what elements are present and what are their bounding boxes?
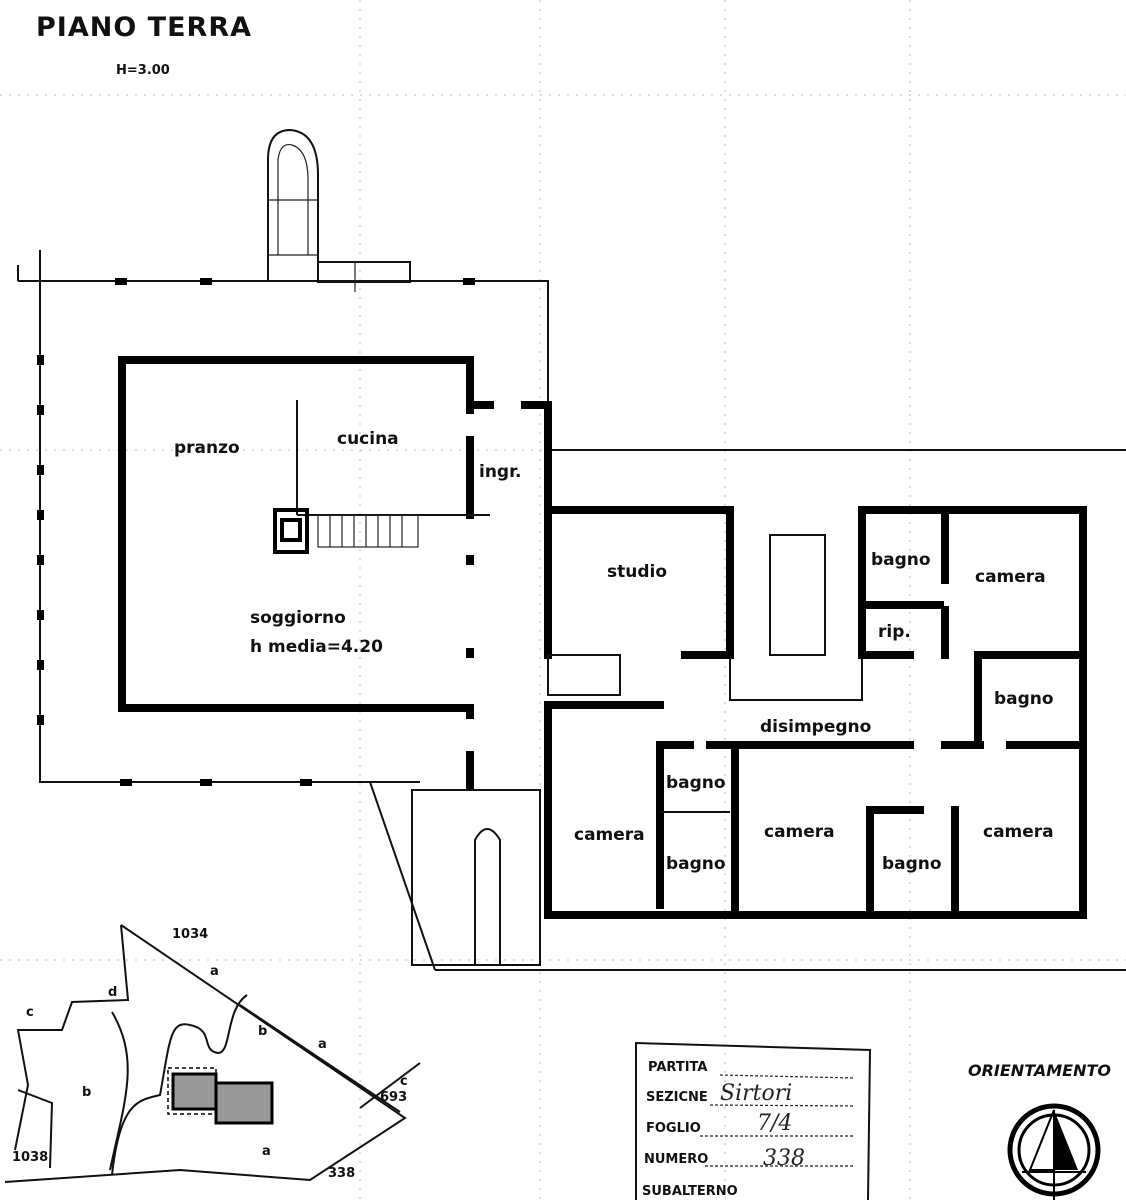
foglio-label: FOGLIO: [646, 1121, 701, 1136]
parcel-number: 338: [328, 1166, 355, 1181]
room-pranzo: pranzo: [174, 438, 240, 458]
room-bagno: bagno: [882, 854, 942, 874]
bedroom-wing-walls: [544, 401, 1126, 919]
parcel-number: 1034: [172, 927, 208, 942]
parcel-letter: a: [210, 964, 219, 979]
sezione-label: SEZICNE: [646, 1090, 708, 1105]
room-camera: camera: [574, 825, 645, 845]
room-disimpegno: disimpegno: [760, 717, 871, 737]
orientation-label: ORIENTAMENTO: [968, 1061, 1111, 1080]
room-soggiorno: soggiorno: [250, 608, 346, 628]
room-camera: camera: [983, 822, 1054, 842]
parcel-letter: a: [318, 1037, 327, 1052]
sezione-value: Sirtori: [720, 1081, 792, 1106]
parcel-letter: b: [258, 1024, 267, 1039]
terrace-outline: [17, 250, 549, 786]
room-bagno: bagno: [994, 689, 1054, 709]
north-stair: [267, 128, 411, 292]
room-bagno: bagno: [666, 854, 726, 874]
partita-label: PARTITA: [648, 1060, 707, 1075]
parcel-letter: a: [262, 1144, 271, 1159]
living-block-walls: [118, 356, 552, 789]
parcel-letter: c: [400, 1074, 408, 1089]
parcel-number: 1038: [12, 1150, 48, 1165]
plan-title: PIANO TERRA: [36, 12, 252, 43]
room-bagno: bagno: [666, 773, 726, 793]
room-studio: studio: [607, 562, 667, 582]
foglio-value: 7/4: [757, 1111, 792, 1136]
room-cucina: cucina: [337, 429, 399, 449]
room-bagno: bagno: [871, 550, 931, 570]
north-arrow-icon: [1007, 1103, 1101, 1200]
room-soggiorno-height: h media=4.20: [250, 637, 383, 657]
room-camera: camera: [975, 567, 1046, 587]
room-ingresso: ingr.: [479, 462, 522, 482]
numero-value: 338: [763, 1146, 805, 1171]
floor-height: H=3.00: [116, 63, 170, 78]
room-ripostiglio: rip.: [878, 622, 911, 642]
site-map: 1034 693 338 1038 a b a a b c c d: [4, 924, 421, 1183]
parcel-letter: c: [26, 1005, 34, 1020]
orientation: ORIENTAMENTO: [968, 1061, 1111, 1200]
parcel-number: 693: [380, 1090, 407, 1105]
numero-label: NUMERO: [644, 1152, 708, 1167]
room-camera: camera: [764, 822, 835, 842]
cadastral-box: PARTITA SEZICNE Sirtori FOGLIO 7/4 NUMER…: [635, 1041, 872, 1200]
parcel-letter: b: [82, 1085, 91, 1100]
south-stair: [369, 781, 1126, 971]
parcel-letter: d: [108, 985, 117, 1000]
subalterno-label: SUBALTERNO: [642, 1184, 738, 1199]
